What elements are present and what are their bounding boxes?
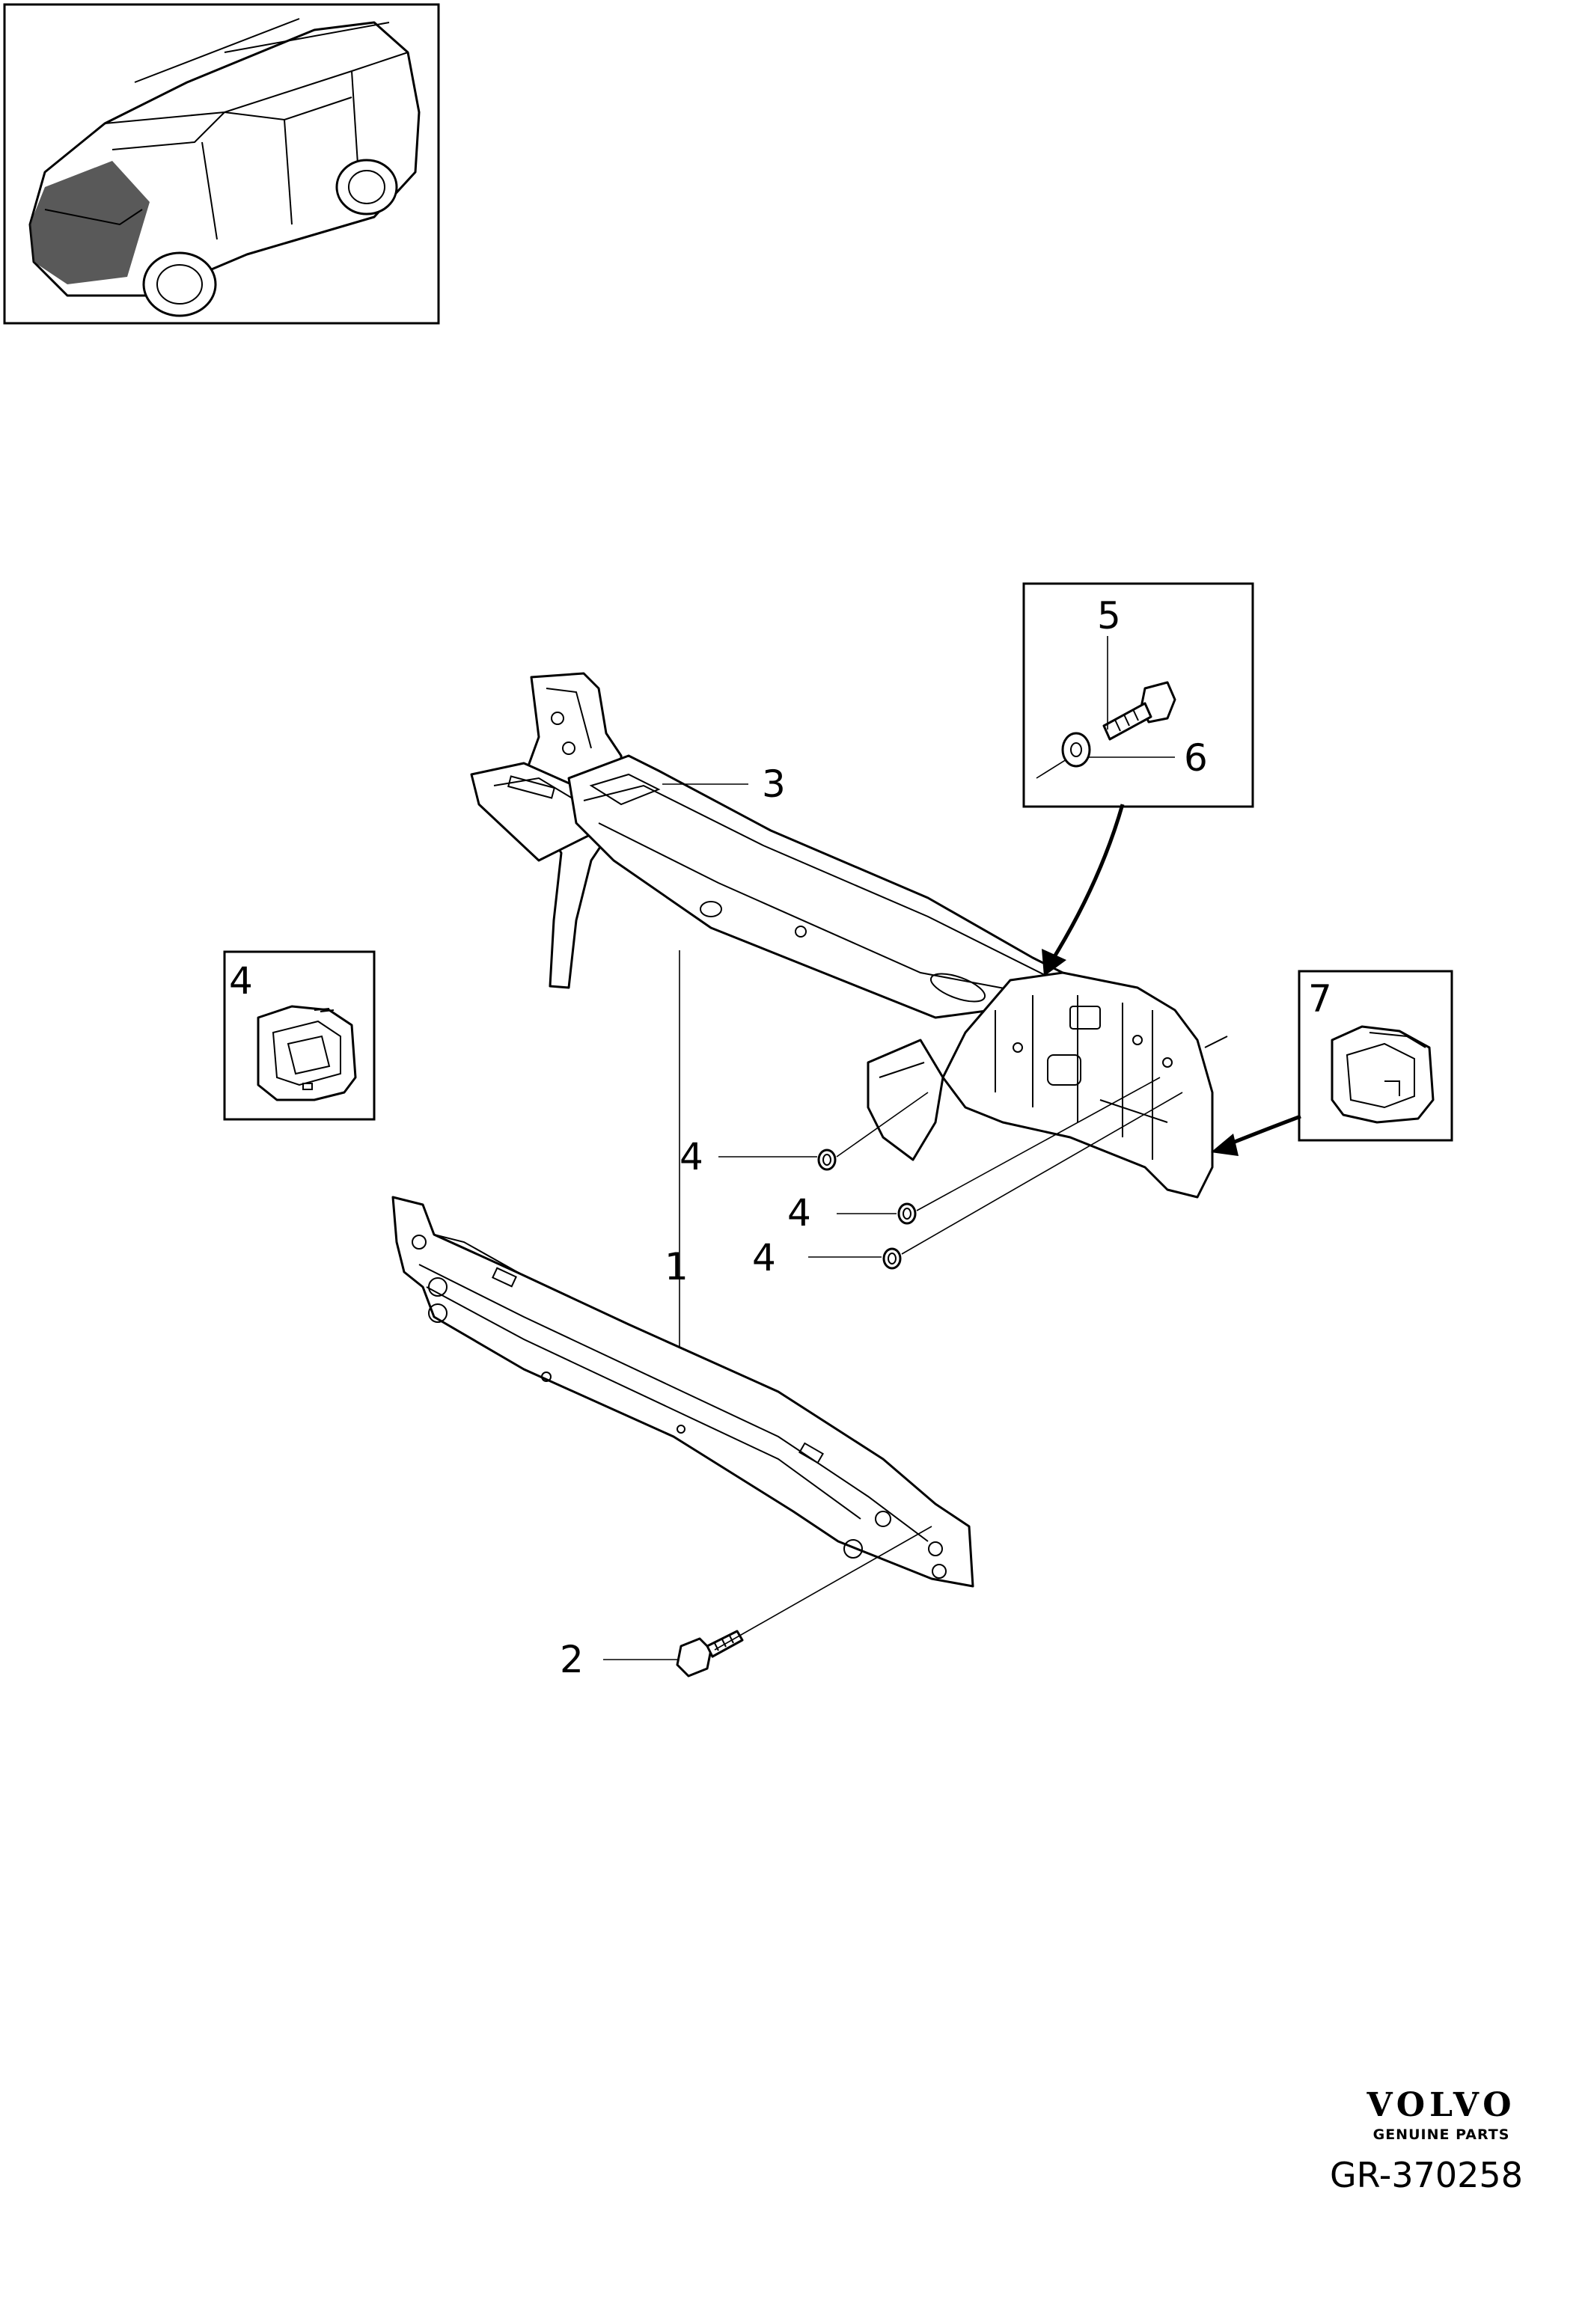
inset-grommet-part-7 [1298, 970, 1453, 1142]
clip-nuts-part-4 [817, 1149, 917, 1270]
inset-bolt-washer [1022, 582, 1254, 808]
genuine-parts-text: GENUINE PARTS [1372, 2126, 1510, 2143]
callout-6: 6 [1184, 736, 1208, 780]
bumper-reinforcement-beam [391, 1196, 974, 1588]
inset-arrows [1042, 804, 1301, 1156]
callout-4a: 4 [680, 1135, 703, 1178]
diagram-reference: GR-370258 [1330, 2155, 1523, 2195]
leader-lines [603, 636, 1183, 1660]
callout-3: 3 [762, 762, 786, 806]
callout-7: 7 [1308, 977, 1332, 1021]
bolt-part-2 [676, 1630, 744, 1678]
callout-labels: 3 1 2 4 4 4 4 5 6 7 [229, 594, 1332, 1681]
callout-2: 2 [560, 1638, 584, 1681]
callout-4b: 4 [787, 1191, 811, 1235]
volvo-logo-text: VOLVO [1366, 2086, 1516, 2124]
callout-4c: 4 [752, 1236, 776, 1279]
callout-1: 1 [665, 1245, 688, 1288]
callout-4-inset: 4 [229, 959, 253, 1003]
inset-clip-part-4 [223, 950, 376, 1121]
callout-5: 5 [1097, 594, 1121, 637]
vehicle-locator-thumbnail [3, 3, 440, 325]
upper-support-member [470, 672, 1228, 1199]
